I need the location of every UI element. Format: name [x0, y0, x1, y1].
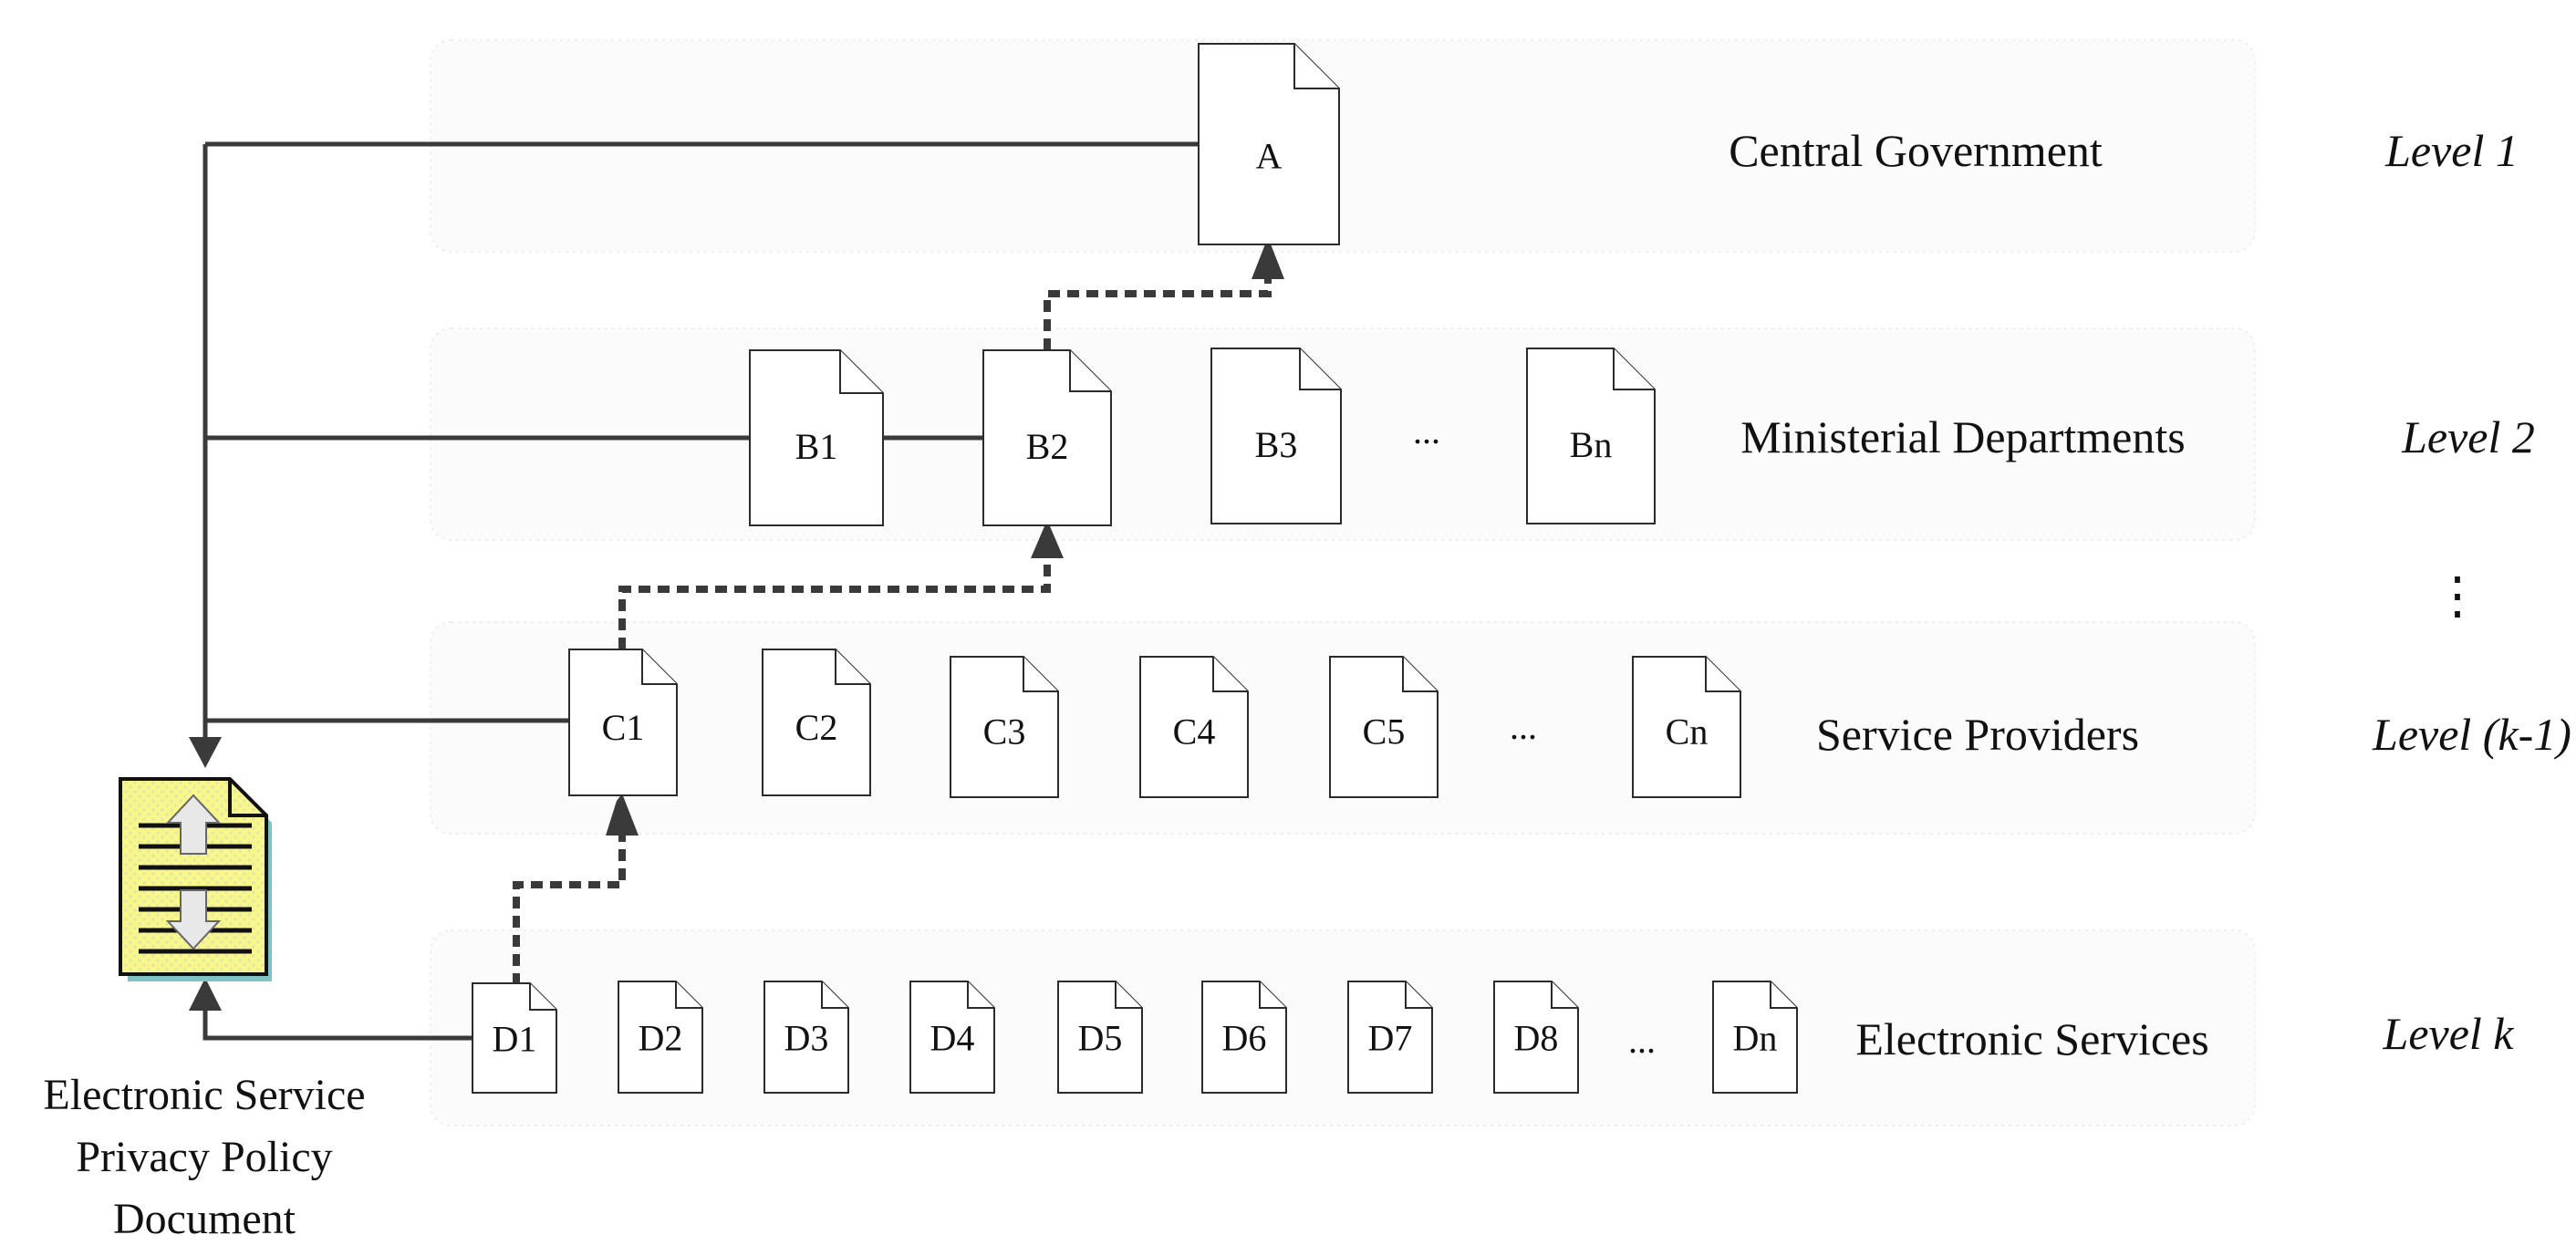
document-node-b1: B1 [749, 349, 884, 526]
document-label-c5: C5 [1363, 711, 1406, 752]
document-icon [618, 981, 703, 1094]
document-node-c2: C2 [762, 649, 871, 796]
level-band-k [430, 929, 2256, 1126]
document-node-b3: B3 [1210, 348, 1342, 524]
document-icon [1201, 981, 1287, 1094]
document-fold [821, 981, 848, 1009]
document-node-d7: D7 [1347, 981, 1433, 1094]
policy-connectors [189, 141, 1202, 1041]
document-node-c5: C5 [1329, 656, 1439, 798]
document-label-a: A [1256, 135, 1283, 176]
document-fold [1405, 981, 1432, 1009]
document-node-cn: Cn [1632, 656, 1741, 798]
document-icon [1526, 348, 1656, 524]
escalation-path [513, 237, 1284, 985]
document-label-c2: C2 [795, 707, 838, 748]
document-fold [1613, 348, 1655, 390]
level-number-2: Level 2 [2401, 411, 2535, 462]
level-name-k: Electronic Services [1855, 1013, 2208, 1064]
policy-caption-line-1: Electronic Service [43, 1071, 365, 1119]
document-fold [1023, 657, 1058, 692]
document-node-a: A [1198, 43, 1340, 245]
document-fold [967, 981, 994, 1009]
level-number-k: Level k [2383, 1008, 2515, 1059]
document-label-bn: Bn [1570, 424, 1613, 465]
document-fold [1212, 657, 1248, 692]
document-icon [1493, 981, 1579, 1094]
document-label-b2: B2 [1026, 426, 1069, 467]
document-fold [835, 649, 870, 685]
document-icon [909, 981, 995, 1094]
level-band-2 [430, 327, 2256, 541]
level-k-ellipsis: ... [1628, 1020, 1656, 1061]
level-2-ellipsis: ... [1413, 410, 1440, 452]
document-icon [568, 649, 678, 796]
document-node-c1: C1 [568, 649, 678, 796]
privacy-policy-document-icon [119, 777, 272, 981]
level-name-k-1: Service Providers [1816, 709, 2139, 760]
document-fold [1069, 350, 1111, 392]
level-name-1: Central Government [1729, 125, 2103, 176]
document-node-d5: D5 [1057, 981, 1143, 1094]
document-node-d6: D6 [1201, 981, 1287, 1094]
document-label-d8: D8 [1514, 1018, 1559, 1059]
document-icon [1057, 981, 1143, 1094]
document-node-c4: C4 [1139, 656, 1249, 798]
document-icon [763, 981, 849, 1094]
level-k-1-ellipsis: ... [1510, 706, 1537, 747]
policy-caption-line-3: Document [113, 1195, 296, 1243]
document-fold [839, 350, 883, 394]
document-node-d3: D3 [763, 981, 849, 1094]
document-label-d2: D2 [639, 1018, 683, 1059]
document-label-dn: Dn [1733, 1018, 1778, 1059]
document-node-dn: Dn [1712, 981, 1798, 1094]
document-fold [529, 983, 556, 1011]
document-fold [1299, 348, 1341, 390]
document-label-d3: D3 [784, 1018, 829, 1059]
document-label-c4: C4 [1173, 711, 1216, 752]
document-fold [1770, 981, 1797, 1009]
level-number-k-1: Level (k-1) [2372, 709, 2571, 760]
document-icon [1712, 981, 1798, 1094]
document-label-d5: D5 [1078, 1018, 1123, 1059]
document-label-d6: D6 [1222, 1018, 1267, 1059]
vertical-ellipsis: ⋮ [2432, 568, 2483, 625]
policy-caption-line-2: Privacy Policy [76, 1133, 332, 1181]
document-node-d8: D8 [1493, 981, 1579, 1094]
document-icon [982, 349, 1112, 526]
document-node-d4: D4 [909, 981, 995, 1094]
document-node-d1: D1 [472, 982, 557, 1094]
document-icon [1347, 981, 1433, 1094]
document-label-d1: D1 [493, 1018, 537, 1059]
document-label-d7: D7 [1368, 1018, 1413, 1059]
document-node-b2: B2 [982, 349, 1112, 526]
document-fold [1293, 44, 1339, 89]
document-node-bn: Bn [1526, 348, 1656, 524]
document-icon [1210, 348, 1342, 524]
document-icon [762, 649, 871, 796]
document-label-b3: B3 [1255, 424, 1298, 465]
document-fold [1551, 981, 1578, 1009]
document-label-c3: C3 [983, 711, 1026, 752]
document-node-c3: C3 [950, 656, 1059, 798]
document-fold [675, 981, 702, 1009]
document-fold [1705, 657, 1740, 692]
document-fold [641, 649, 677, 685]
level-name-2: Ministerial Departments [1740, 411, 2185, 462]
document-label-cn: Cn [1666, 711, 1709, 752]
level-number-1: Level 1 [2384, 125, 2519, 176]
document-icon [1198, 43, 1340, 245]
document-label-c1: C1 [602, 707, 645, 748]
document-label-b1: B1 [795, 426, 838, 467]
document-node-d2: D2 [618, 981, 703, 1094]
document-label-d4: D4 [930, 1018, 975, 1059]
document-fold [1259, 981, 1286, 1009]
document-fold [1115, 981, 1142, 1009]
document-fold [1402, 657, 1438, 692]
